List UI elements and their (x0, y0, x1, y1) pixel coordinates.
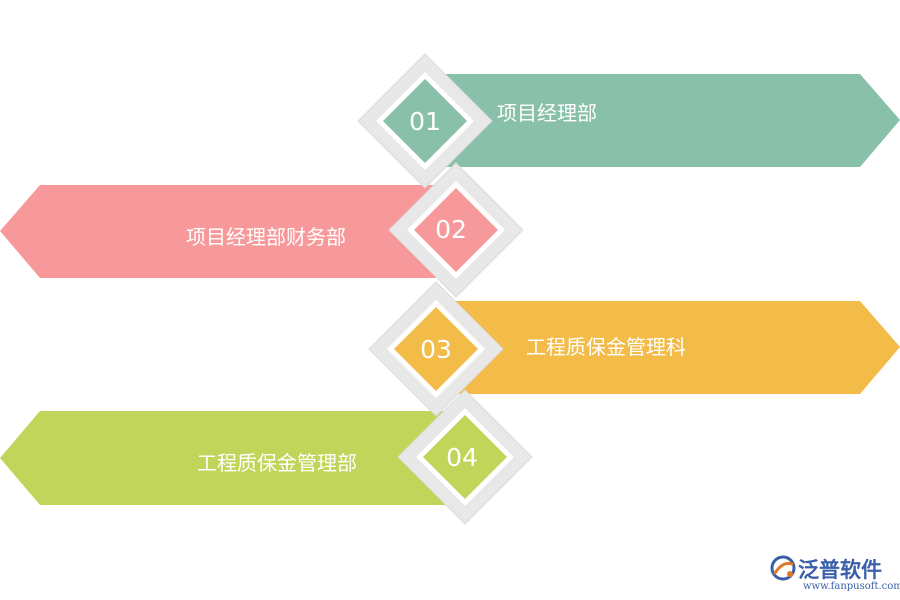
banner-step-3 (430, 301, 900, 394)
banner-step-2 (0, 185, 470, 278)
logo-url: www.fanpusoft.com (803, 581, 900, 592)
step-number-3: 03 (420, 335, 452, 364)
diamond-step-4 (397, 389, 533, 525)
diamond-step-2 (388, 162, 524, 298)
banner-step-4 (0, 411, 470, 505)
step-number-2: 02 (435, 215, 467, 244)
step-number-1: 01 (409, 107, 441, 136)
step-label-4: 工程质保金管理部 (197, 451, 357, 475)
step-label-2: 项目经理部财务部 (186, 225, 346, 249)
fanpu-logo-icon (770, 555, 796, 581)
step-label-1: 项目经理部 (497, 101, 597, 125)
step-label-3: 工程质保金管理科 (526, 335, 686, 359)
diamond-step-3 (368, 281, 504, 417)
banner-step-1 (430, 74, 900, 167)
diamond-step-1 (357, 53, 493, 189)
step-number-4: 04 (446, 443, 478, 472)
logo-name: 泛普软件 (798, 558, 882, 582)
fanpu-logo: 泛普软件 www.fanpusoft.com (770, 553, 900, 595)
